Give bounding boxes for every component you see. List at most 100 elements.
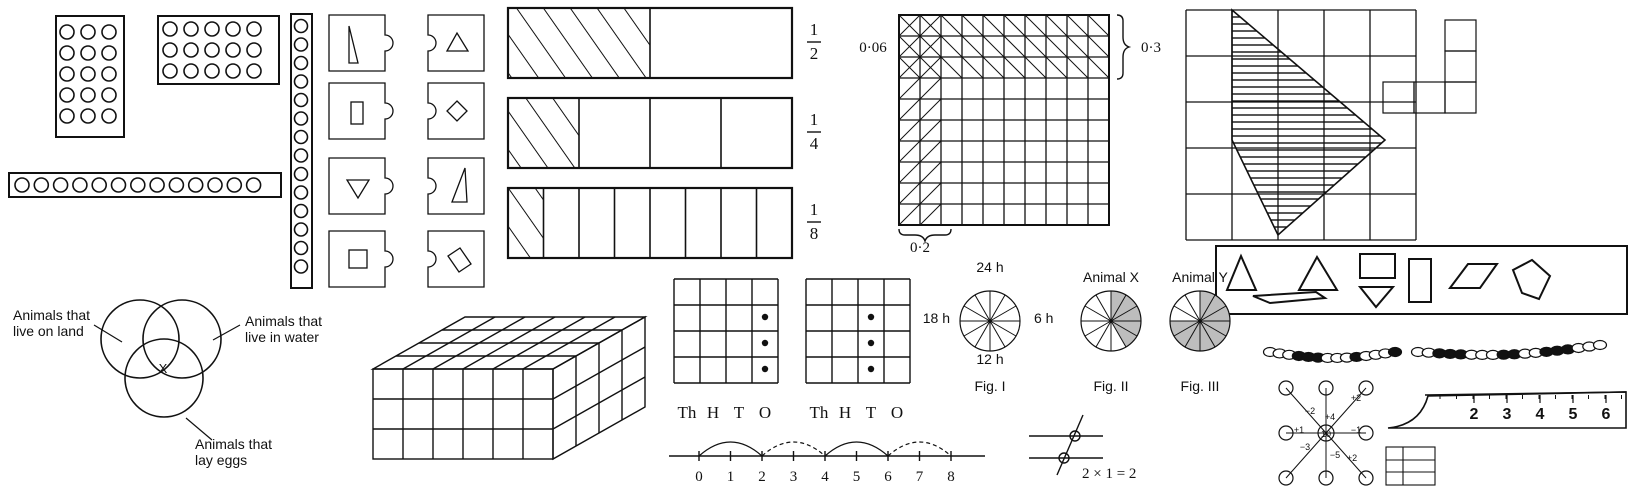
place-value-grid-b (805, 278, 911, 384)
jigsaw-card-right (427, 14, 485, 72)
clock-sector-line (1199, 320, 1227, 337)
dot (59, 45, 75, 61)
dot (207, 177, 223, 193)
step-label: −3 (1300, 442, 1310, 452)
row-shading (919, 14, 942, 37)
step-label: +4 (1325, 412, 1335, 422)
dot (149, 177, 165, 193)
cuboid-3d (370, 315, 648, 461)
clock-sector-line (1184, 320, 1201, 348)
equation-text: 2 × 1 = 2 (1082, 466, 1136, 482)
triangle-shape (445, 31, 470, 52)
dot (101, 87, 117, 103)
dot (293, 18, 309, 34)
dot (162, 42, 178, 58)
ruler-number: 5 (1569, 406, 1578, 423)
dot (225, 63, 241, 79)
triangle-area-grid (1185, 8, 1417, 241)
jigsaw-card-left (328, 157, 394, 215)
place-header-t: T (734, 403, 745, 422)
fraction-denominator: 2 (810, 44, 819, 63)
clock-sector-line (963, 305, 991, 322)
row-shading (1045, 14, 1068, 37)
row-shading (1087, 35, 1110, 58)
dot (59, 108, 75, 124)
dot (293, 185, 309, 200)
dot (80, 108, 96, 124)
row-shading (1024, 14, 1047, 37)
step-label: +2 (1351, 393, 1361, 403)
tick-label: 0 (695, 469, 703, 485)
dot (293, 222, 309, 237)
dot (80, 45, 96, 61)
side-grid-line (552, 376, 646, 430)
dot (101, 45, 117, 61)
clock1-top-label: 24 h (976, 259, 1003, 275)
ruler-number: 3 (1503, 406, 1512, 423)
row-shading (940, 56, 963, 79)
clock-sector-line (1184, 294, 1201, 322)
row-shading (1024, 56, 1047, 79)
dot (183, 63, 199, 79)
row-shading (919, 35, 942, 58)
dot (293, 240, 309, 256)
dot-strip-horizontal (8, 172, 282, 198)
outer-node (1278, 380, 1294, 396)
dot (293, 148, 309, 163)
clock-sector-line (1173, 305, 1201, 322)
dot (245, 177, 262, 193)
dot (59, 66, 75, 82)
dot (130, 177, 146, 193)
place-header-h: H (707, 403, 719, 422)
row-shading (898, 35, 921, 58)
fraction-denominator: 8 (810, 224, 819, 243)
grid-border (898, 14, 1110, 226)
row-shading (898, 56, 921, 79)
fraction-numerator: 1 (810, 200, 819, 219)
place-header-o: O (891, 403, 903, 422)
dot-strip-vertical (290, 13, 313, 289)
clock-sector-line (1110, 294, 1127, 322)
row-shading (961, 14, 984, 37)
column-shading (898, 161, 921, 184)
dot (226, 177, 243, 193)
l-shape-squares (1382, 19, 1477, 114)
dot (293, 259, 309, 274)
clock-sector-line (989, 320, 1006, 348)
dot (14, 177, 30, 193)
shaded-part (508, 98, 579, 168)
place-header-o: O (759, 403, 771, 422)
tick-label: 2 (758, 469, 766, 485)
clock-sector-line (1110, 305, 1138, 322)
spoke-arrow (1285, 432, 1327, 479)
row-shading (898, 14, 921, 37)
dot (91, 177, 107, 193)
dot (80, 66, 96, 82)
tick-label: 1 (727, 469, 735, 485)
clock2-caption: Fig. II (1093, 378, 1128, 394)
row-shading (961, 35, 984, 58)
shaded-part (508, 188, 544, 258)
dot (187, 177, 204, 193)
dot (293, 166, 309, 182)
row-shading (919, 56, 942, 79)
clock-sector-line (1173, 320, 1201, 337)
dot (72, 177, 88, 193)
brace-bottom (898, 228, 952, 244)
place-value-grid-a (673, 278, 779, 384)
counter-dot (761, 313, 769, 321)
bead-light (1592, 339, 1608, 351)
clock-sector-line (1084, 305, 1112, 322)
clock-sector-line (1084, 320, 1112, 337)
counter-dot (867, 365, 875, 373)
shapes-box (1215, 245, 1628, 315)
dot (225, 21, 241, 37)
parallel-lines-diagram (1029, 414, 1103, 476)
jigsaw-card-right (427, 82, 485, 140)
row-shading (1045, 35, 1068, 58)
rectangle-shape (350, 101, 364, 125)
